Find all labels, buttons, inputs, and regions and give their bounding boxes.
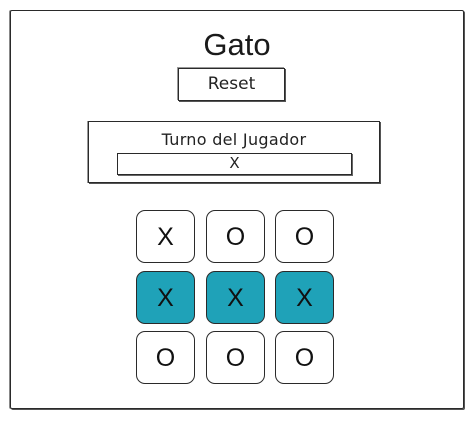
- board-cell-6[interactable]: X: [275, 271, 334, 324]
- turn-panel: Turno del Jugador X: [88, 121, 380, 183]
- current-player-field: X: [117, 153, 352, 175]
- board-cell-2[interactable]: O: [206, 210, 265, 263]
- page-title: Gato: [203, 27, 271, 62]
- board-cell-8[interactable]: O: [206, 331, 265, 384]
- board-cell-3[interactable]: O: [275, 210, 334, 263]
- board-cell-9[interactable]: O: [275, 331, 334, 384]
- reset-button[interactable]: Reset: [178, 68, 285, 101]
- board-cell-7[interactable]: O: [136, 331, 195, 384]
- turn-label: Turno del Jugador: [161, 130, 307, 149]
- board-cell-5[interactable]: X: [206, 271, 265, 324]
- app-frame: [10, 10, 464, 409]
- board-cell-1[interactable]: X: [136, 210, 195, 263]
- board-cell-4[interactable]: X: [136, 271, 195, 324]
- game-board: X O O X X X O O O: [136, 210, 336, 384]
